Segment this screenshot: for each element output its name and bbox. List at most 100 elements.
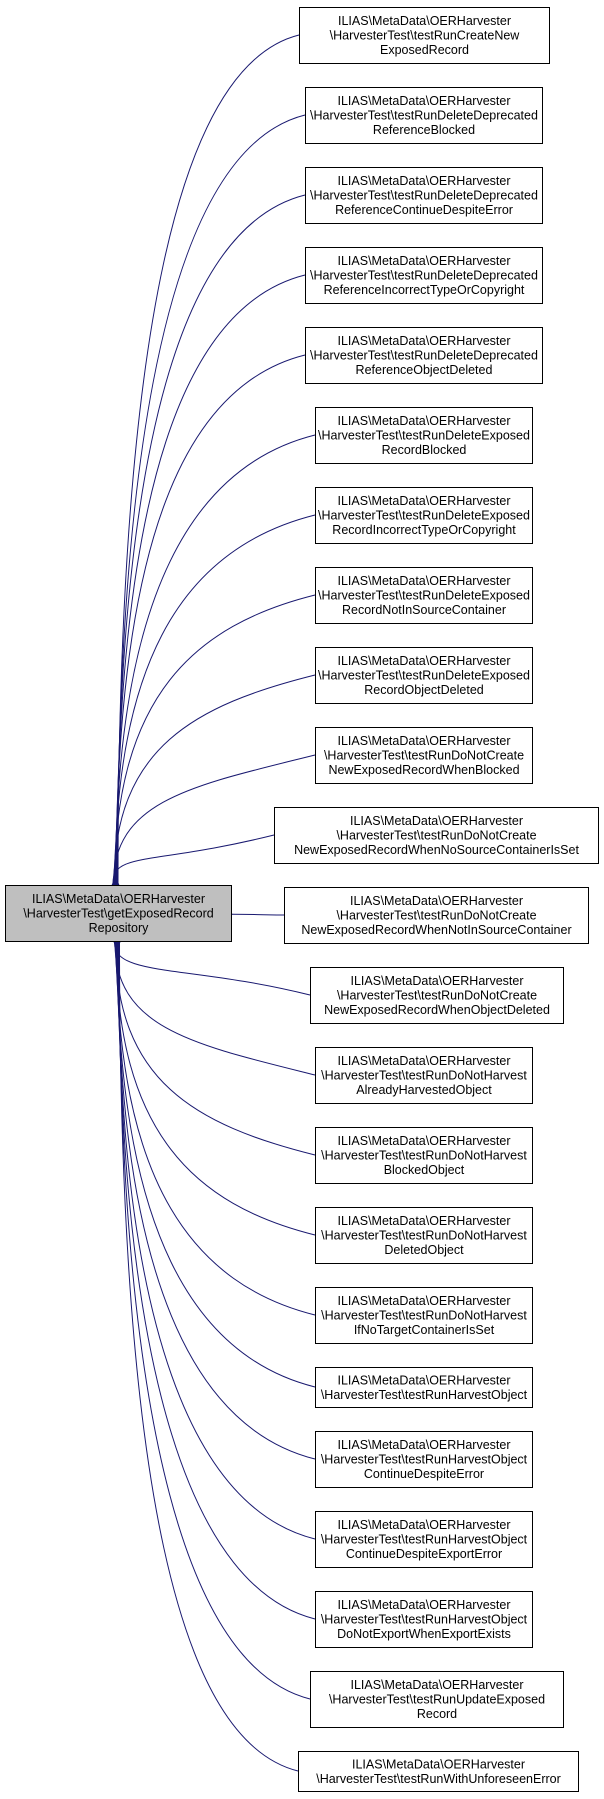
node-label-line: \HarvesterTest\testRunDoNotCreate	[337, 989, 537, 1003]
node-label-line: NewExposedRecordWhenBlocked	[328, 763, 519, 777]
node-label-line: \HarvesterTest\testRunHarvestObject	[321, 1613, 528, 1627]
edge-caller-7	[115, 514, 316, 883]
edge-caller-17	[117, 943, 316, 1316]
node-label-line: ILIAS\MetaData\OERHarvester	[338, 174, 511, 188]
node-label-line: ILIAS\MetaData\OERHarvester	[350, 814, 523, 828]
caller-node-4[interactable]: ILIAS\MetaData\OERHarvester\HarvesterTes…	[305, 247, 543, 304]
node-label-line: \HarvesterTest\testRunHarvestObject	[321, 1533, 528, 1547]
node-label-line: ILIAS\MetaData\OERHarvester	[338, 574, 511, 588]
node-label-line: RecordBlocked	[382, 443, 467, 457]
node-label-line: ILIAS\MetaData\OERHarvester	[338, 1518, 511, 1532]
edge-caller-2	[118, 114, 306, 883]
caller-node-13[interactable]: ILIAS\MetaData\OERHarvester\HarvesterTes…	[310, 967, 564, 1024]
node-label-line: \HarvesterTest\testRunDeleteDeprecated	[310, 109, 538, 123]
node-label-line: ILIAS\MetaData\OERHarvester	[350, 894, 523, 908]
node-label-line: \HarvesterTest\testRunDoNotCreate	[336, 909, 536, 923]
node-box	[310, 967, 564, 1024]
node-label-line: \HarvesterTest\testRunHarvestObject	[321, 1453, 528, 1467]
node-label-line: ILIAS\MetaData\OERHarvester	[338, 1134, 511, 1148]
node-label-line: \HarvesterTest\testRunDeleteExposed	[318, 509, 530, 523]
caller-node-5[interactable]: ILIAS\MetaData\OERHarvester\HarvesterTes…	[305, 327, 543, 384]
edge-caller-3	[117, 194, 306, 883]
caller-node-14[interactable]: ILIAS\MetaData\OERHarvester\HarvesterTes…	[315, 1047, 533, 1104]
node-label-line: Repository	[89, 921, 149, 935]
caller-node-2[interactable]: ILIAS\MetaData\OERHarvester\HarvesterTes…	[305, 87, 543, 144]
node-label-line: \HarvesterTest\testRunDeleteDeprecated	[310, 189, 538, 203]
caller-node-17[interactable]: ILIAS\MetaData\OERHarvester\HarvesterTes…	[315, 1287, 533, 1344]
node-label-line: BlockedObject	[384, 1163, 465, 1177]
caller-node-8[interactable]: ILIAS\MetaData\OERHarvester\HarvesterTes…	[315, 567, 533, 624]
node-box	[305, 327, 543, 384]
node-label-line: \HarvesterTest\testRunDoNotCreate	[336, 829, 536, 843]
caller-node-16[interactable]: ILIAS\MetaData\OERHarvester\HarvesterTes…	[315, 1207, 533, 1264]
node-label-line: ILIAS\MetaData\OERHarvester	[338, 1294, 511, 1308]
caller-node-1[interactable]: ILIAS\MetaData\OERHarvester\HarvesterTes…	[299, 7, 550, 64]
node-label-line: ILIAS\MetaData\OERHarvester	[338, 94, 511, 108]
caller-node-9[interactable]: ILIAS\MetaData\OERHarvester\HarvesterTes…	[315, 647, 533, 704]
edge-caller-15	[116, 943, 316, 1156]
node-label-line: ILIAS\MetaData\OERHarvester	[338, 654, 511, 668]
node-label-line: \HarvesterTest\testRunDoNotHarvest	[321, 1149, 527, 1163]
caller-node-10[interactable]: ILIAS\MetaData\OERHarvester\HarvesterTes…	[315, 727, 533, 784]
node-label-line: ILIAS\MetaData\OERHarvester	[338, 334, 511, 348]
edge-caller-14	[115, 943, 316, 1076]
node-label-line: ILIAS\MetaData\OERHarvester	[338, 254, 511, 268]
caller-node-21[interactable]: ILIAS\MetaData\OERHarvester\HarvesterTes…	[315, 1591, 533, 1648]
edge-caller-13	[115, 943, 311, 996]
node-label-line: \HarvesterTest\testRunUpdateExposed	[329, 1693, 545, 1707]
node-box	[315, 727, 533, 784]
node-label-line: ILIAS\MetaData\OERHarvester	[352, 1757, 525, 1771]
node-box	[315, 1287, 533, 1344]
node-box	[315, 407, 533, 464]
edge-caller-21	[119, 943, 316, 1620]
node-box	[315, 487, 533, 544]
node-label-line: AlreadyHarvestedObject	[356, 1083, 492, 1097]
node-label-line: IfNoTargetContainerIsSet	[354, 1323, 495, 1337]
node-label-line: ILIAS\MetaData\OERHarvester	[338, 494, 511, 508]
caller-node-6[interactable]: ILIAS\MetaData\OERHarvester\HarvesterTes…	[315, 407, 533, 464]
node-label-line: ILIAS\MetaData\OERHarvester	[338, 734, 511, 748]
caller-node-19[interactable]: ILIAS\MetaData\OERHarvester\HarvesterTes…	[315, 1431, 533, 1488]
focus-node-getExposedRecordRepository[interactable]: ILIAS\MetaData\OERHarvester\HarvesterTes…	[5, 885, 232, 942]
node-label-line: \HarvesterTest\testRunWithUnforeseenErro…	[316, 1772, 561, 1786]
node-label-line: ILIAS\MetaData\OERHarvester	[338, 1373, 511, 1387]
node-label-line: ILIAS\MetaData\OERHarvester	[338, 414, 511, 428]
edge-caller-10	[114, 754, 316, 883]
node-label-line: ReferenceBlocked	[373, 123, 475, 137]
node-box	[315, 1047, 533, 1104]
node-label-line: \HarvesterTest\testRunDoNotCreate	[324, 749, 524, 763]
caller-node-20[interactable]: ILIAS\MetaData\OERHarvester\HarvesterTes…	[315, 1511, 533, 1568]
edge-caller-22	[119, 943, 311, 1700]
caller-node-22[interactable]: ILIAS\MetaData\OERHarvester\HarvesterTes…	[310, 1671, 564, 1728]
node-box	[305, 247, 543, 304]
caller-node-7[interactable]: ILIAS\MetaData\OERHarvester\HarvesterTes…	[315, 487, 533, 544]
node-label-line: RecordNotInSourceContainer	[342, 603, 506, 617]
caller-node-18[interactable]: ILIAS\MetaData\OERHarvester\HarvesterTes…	[315, 1367, 533, 1408]
node-label-line: ContinueDespiteError	[364, 1467, 484, 1481]
node-label-line: \HarvesterTest\testRunDoNotHarvest	[321, 1229, 527, 1243]
caller-node-11[interactable]: ILIAS\MetaData\OERHarvester\HarvesterTes…	[274, 807, 599, 864]
node-label-line: DeletedObject	[384, 1243, 464, 1257]
caller-node-23[interactable]: ILIAS\MetaData\OERHarvester\HarvesterTes…	[298, 1751, 579, 1792]
node-label-line: ILIAS\MetaData\OERHarvester	[351, 1678, 524, 1692]
node-label-line: \HarvesterTest\testRunDeleteDeprecated	[310, 269, 538, 283]
caller-node-12[interactable]: ILIAS\MetaData\OERHarvester\HarvesterTes…	[284, 887, 589, 944]
edge-caller-4	[117, 274, 306, 883]
node-label-line: DoNotExportWhenExportExists	[337, 1627, 511, 1641]
edge-caller-16	[116, 943, 316, 1236]
node-box	[315, 1207, 533, 1264]
node-label-line: \HarvesterTest\testRunDoNotHarvest	[321, 1069, 527, 1083]
node-box	[315, 1367, 533, 1408]
node-label-line: \HarvesterTest\testRunDeleteDeprecated	[310, 349, 538, 363]
node-label-line: \HarvesterTest\testRunDeleteExposed	[318, 589, 530, 603]
caller-node-3[interactable]: ILIAS\MetaData\OERHarvester\HarvesterTes…	[305, 167, 543, 224]
edge-caller-9	[114, 674, 316, 883]
edge-caller-19	[118, 943, 316, 1460]
node-label-line: ILIAS\MetaData\OERHarvester	[338, 1214, 511, 1228]
node-box	[315, 1511, 533, 1568]
node-box	[305, 87, 543, 144]
node-label-line: ILIAS\MetaData\OERHarvester	[351, 974, 524, 988]
node-box	[305, 167, 543, 224]
caller-node-15[interactable]: ILIAS\MetaData\OERHarvester\HarvesterTes…	[315, 1127, 533, 1184]
node-label-line: \HarvesterTest\testRunDeleteExposed	[318, 429, 530, 443]
